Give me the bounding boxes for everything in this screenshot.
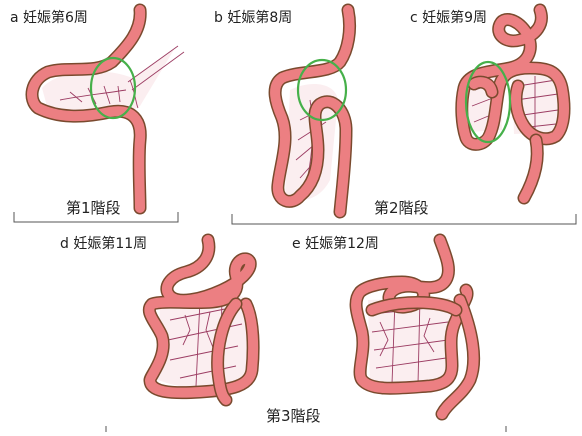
stage3-label: 第3階段 xyxy=(266,408,321,425)
panel-a-drawing xyxy=(32,10,184,208)
panel-c-label: c 妊娠第9周 xyxy=(410,10,487,26)
panel-b-label: b 妊娠第8周 xyxy=(214,10,292,26)
panel-a-label: a 妊娠第6周 xyxy=(10,10,88,26)
panel-e-drawing xyxy=(356,240,474,414)
stage2-label: 第2階段 xyxy=(374,200,429,217)
stage3-bracket xyxy=(106,426,506,432)
panel-e-label: e 妊娠第12周 xyxy=(292,236,379,252)
stage1-label: 第1階段 xyxy=(66,200,121,217)
panel-c-drawing xyxy=(462,10,564,198)
panel-d-label: d 妊娠第11周 xyxy=(60,236,147,252)
panel-d-drawing xyxy=(149,240,253,400)
panel-b-drawing xyxy=(275,10,349,212)
